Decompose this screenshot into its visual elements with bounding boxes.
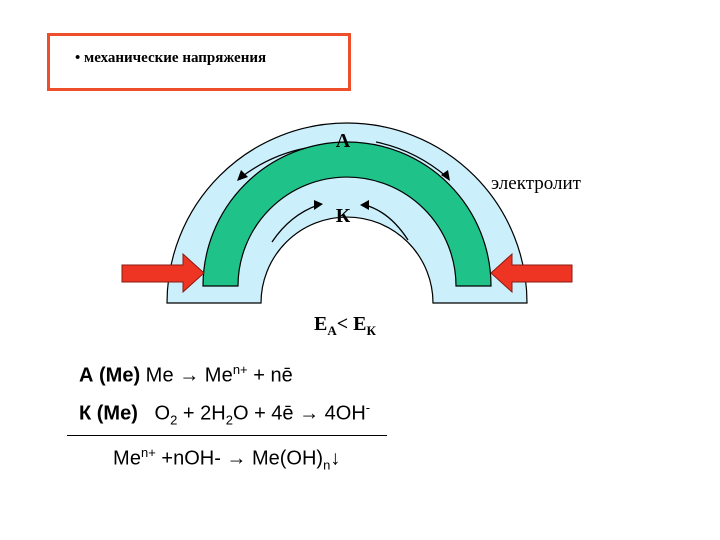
inner-left-curved-arrow (271, 204, 319, 243)
potential-relation: EA< EК (314, 313, 376, 338)
cathode-equation-charge: - (365, 400, 371, 415)
anode-equation: А (Ме) Ме → Меn+ + nē (79, 362, 293, 388)
result-equation-charge: n+ (141, 445, 156, 460)
cathode-label: К (336, 205, 351, 227)
electrolyte-label: электролит (491, 173, 582, 194)
cathode-equation-mid2: O + 4ē → 4OH (232, 402, 366, 425)
right-force-arrow (490, 252, 573, 294)
cathode-equation-lead: К (Ме) (79, 402, 138, 425)
result-equation-mid: +nOH- → Me(OH) (161, 447, 324, 470)
cathode-equation: К (Ме) O2 + 2H2O + 4ē → 4OH- (79, 400, 370, 428)
cathode-equation-o: O (154, 402, 171, 425)
anode-equation-left: Ме → Ме (145, 364, 233, 387)
left-force-arrow (121, 252, 205, 294)
result-equation-sub: n (323, 457, 331, 473)
cathode-equation-o-sub: 2 (170, 412, 178, 428)
precipitate-arrow-icon: ↓ (330, 447, 341, 470)
cathode-equation-h-sub: 2 (225, 412, 233, 428)
outer-left-curved-arrow (239, 147, 307, 179)
inner-left-arrowhead (314, 200, 323, 210)
anode-equation-right: + nē (253, 364, 293, 387)
outer-right-curved-arrow (375, 141, 448, 178)
anode-equation-charge: n+ (232, 362, 248, 377)
result-equation: Меn+ +nOH- → Me(OH)n↓ (113, 445, 340, 473)
result-equation-me: Ме (113, 447, 142, 470)
equation-divider (67, 435, 387, 436)
title-box (47, 33, 351, 91)
electrolyte-layer (166, 122, 528, 304)
outer-right-arrowhead (441, 170, 450, 181)
title-text: • механические напряжения (75, 50, 267, 66)
metal-strip (202, 141, 492, 287)
anode-equation-lead: А (Ме) (79, 364, 141, 387)
inner-right-curved-arrow (364, 204, 409, 241)
cathode-equation-mid1: + 2H (182, 402, 226, 425)
outer-left-arrowhead (237, 170, 248, 181)
inner-right-arrowhead (360, 200, 369, 210)
anode-label: А (336, 130, 351, 152)
